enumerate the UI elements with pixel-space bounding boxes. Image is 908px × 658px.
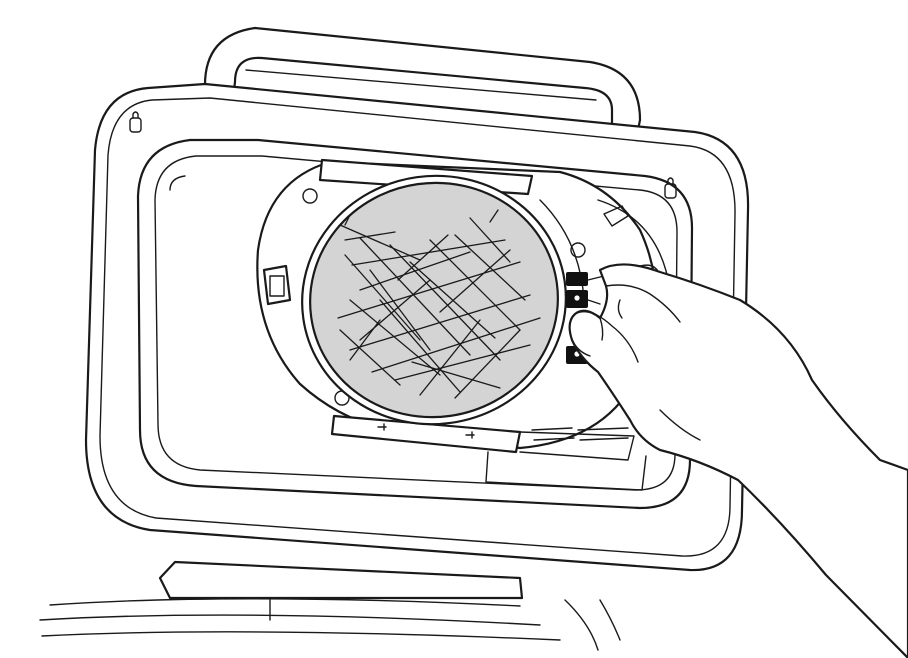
hoop-clip [566,272,607,364]
lock-icon-left [129,111,142,133]
lock-icon-right [664,177,677,199]
handle [203,26,642,132]
hand [568,263,908,658]
stitch-pattern [337,209,541,399]
base-panel [39,560,621,651]
